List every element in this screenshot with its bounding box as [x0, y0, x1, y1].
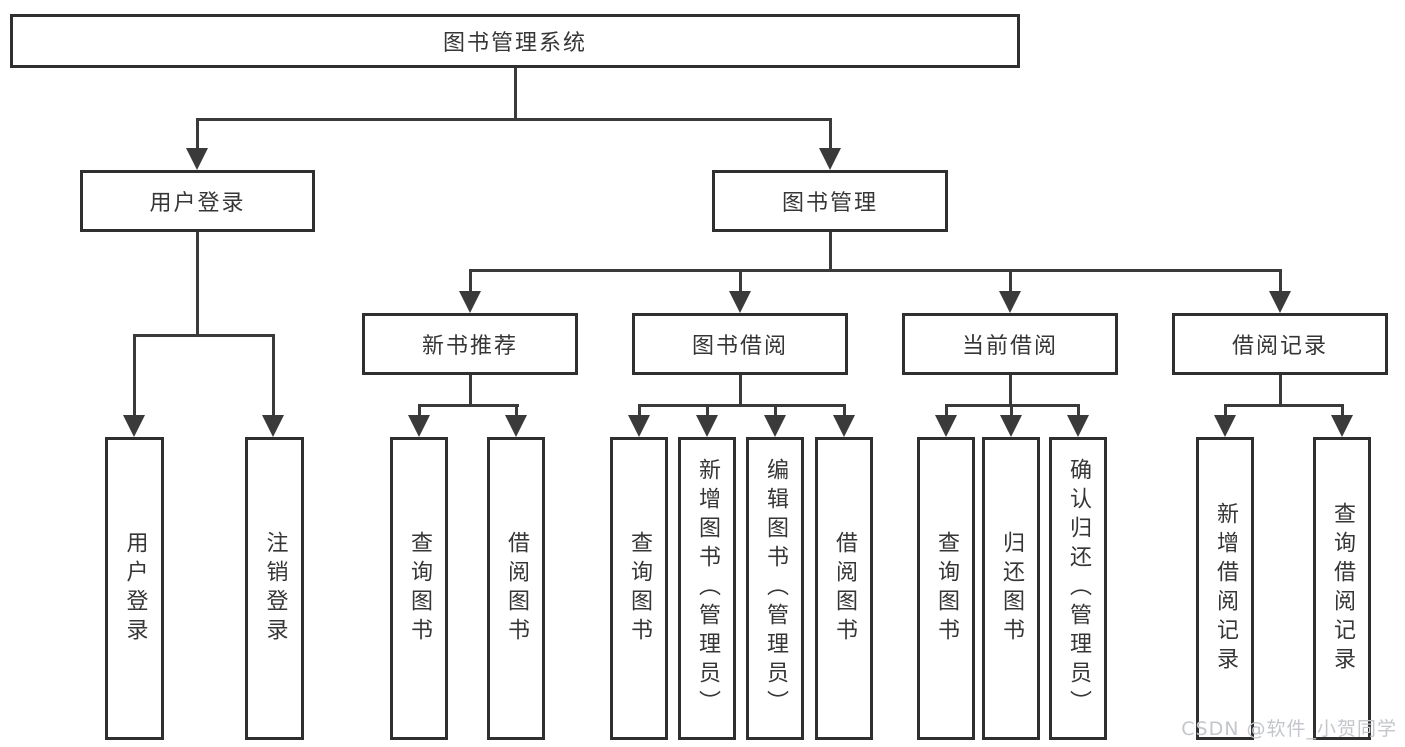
leaf-label: 新增图书（管理员）: [695, 458, 720, 719]
leaf-label: 用户登录: [122, 530, 148, 647]
connector-line: [418, 404, 421, 419]
leaf-edit-books-admin: 编辑图书（管理员）: [746, 437, 804, 740]
leaf-add-borrow-record: 新增借阅记录: [1196, 437, 1254, 740]
connector-arrow-down-icon: [1067, 415, 1089, 437]
node-current-borrowing: 当前借阅: [902, 313, 1118, 375]
leaf-label: 借阅图书: [504, 530, 529, 647]
connector-arrow-down-icon: [459, 291, 481, 313]
leaf-label: 编辑图书（管理员）: [763, 458, 788, 719]
connector-arrow-down-icon: [262, 415, 284, 437]
connector-line: [418, 404, 519, 407]
connector-arrow-down-icon: [833, 415, 855, 437]
connector-line: [1224, 404, 1227, 419]
connector-line: [133, 334, 136, 418]
connector-arrow-down-icon: [819, 148, 841, 170]
connector-line: [196, 232, 199, 337]
connector-arrow-down-icon: [999, 291, 1021, 313]
connector-arrow-down-icon: [935, 415, 957, 437]
leaf-borrow-books-recommend: 借阅图书: [487, 437, 545, 740]
connector-line: [515, 404, 518, 419]
connector-line: [638, 404, 641, 419]
leaf-label: 注销登录: [262, 530, 288, 647]
connector-line: [829, 232, 832, 272]
connector-line: [706, 404, 709, 419]
node-label: 用户登录: [149, 191, 246, 216]
connector-arrow-down-icon: [505, 415, 527, 437]
leaf-return-books: 归还图书: [982, 437, 1040, 740]
connector-arrow-down-icon: [408, 415, 430, 437]
leaf-borrow-books: 借阅图书: [815, 437, 873, 740]
connector-line: [469, 269, 472, 295]
connector-line: [829, 118, 832, 152]
leaf-label: 归还图书: [999, 530, 1024, 647]
leaf-user-login: 用户登录: [105, 437, 164, 740]
leaf-confirm-return-admin: 确认归还（管理员）: [1049, 437, 1107, 740]
connector-line: [514, 68, 517, 120]
leaf-label: 新增借阅记录: [1213, 501, 1238, 676]
connector-line: [272, 334, 275, 418]
connector-arrow-down-icon: [1269, 291, 1291, 313]
connector-arrow-down-icon: [729, 291, 751, 313]
connector-arrow-down-icon: [123, 415, 145, 437]
node-label: 借阅记录: [1231, 334, 1328, 359]
leaf-label: 查询借阅记录: [1330, 501, 1355, 676]
leaf-query-books-recommend: 查询图书: [390, 437, 448, 740]
leaf-label: 查询图书: [627, 530, 652, 647]
leaf-label: 查询图书: [407, 530, 432, 647]
leaf-add-books-admin: 新增图书（管理员）: [678, 437, 736, 740]
connector-line: [638, 404, 846, 407]
leaf-label: 借阅图书: [832, 530, 857, 647]
connector-line: [843, 404, 846, 419]
leaf-label: 确认归还（管理员）: [1066, 458, 1091, 719]
connector-line: [1224, 404, 1344, 407]
connector-line: [1279, 375, 1282, 407]
connector-line: [196, 118, 832, 121]
leaf-logout-login: 注销登录: [245, 437, 304, 740]
watermark: CSDN @软件_小贺同学: [1181, 718, 1397, 740]
node-root: 图书管理系统: [10, 14, 1020, 68]
connector-arrow-down-icon: [628, 415, 650, 437]
leaf-query-borrow-record: 查询借阅记录: [1313, 437, 1371, 740]
node-book-borrowing: 图书借阅: [632, 313, 848, 375]
connector-line: [133, 334, 275, 337]
node-label: 图书借阅: [691, 334, 788, 359]
node-label: 图书管理: [781, 191, 878, 216]
connector-arrow-down-icon: [186, 148, 208, 170]
connector-line: [196, 118, 199, 152]
connector-line: [739, 269, 742, 295]
connector-line: [1009, 269, 1012, 295]
connector-line: [469, 375, 472, 407]
leaf-label: 查询图书: [934, 530, 959, 647]
connector-line: [945, 404, 948, 419]
node-borrowing-records: 借阅记录: [1172, 313, 1388, 375]
connector-line: [1009, 375, 1012, 407]
connector-line: [1279, 269, 1282, 295]
leaf-query-books-borrow: 查询图书: [610, 437, 668, 740]
node-label: 当前借阅: [961, 334, 1058, 359]
node-user-login: 用户登录: [80, 170, 315, 232]
node-new-book-recommendation: 新书推荐: [362, 313, 578, 375]
node-label: 新书推荐: [421, 334, 518, 359]
node-book-management: 图书管理: [712, 170, 948, 232]
connector-line: [1077, 404, 1080, 419]
leaf-query-books-current: 查询图书: [917, 437, 975, 740]
node-root-label: 图书管理系统: [442, 31, 587, 56]
connector-arrow-down-icon: [1331, 415, 1353, 437]
connector-arrow-down-icon: [1214, 415, 1236, 437]
connector-arrow-down-icon: [764, 415, 786, 437]
connector-line: [1010, 404, 1013, 419]
connector-arrow-down-icon: [696, 415, 718, 437]
connector-line: [739, 375, 742, 407]
connector-arrow-down-icon: [1000, 415, 1022, 437]
connector-line: [1341, 404, 1344, 419]
connector-line: [469, 269, 1282, 272]
connector-line: [774, 404, 777, 419]
